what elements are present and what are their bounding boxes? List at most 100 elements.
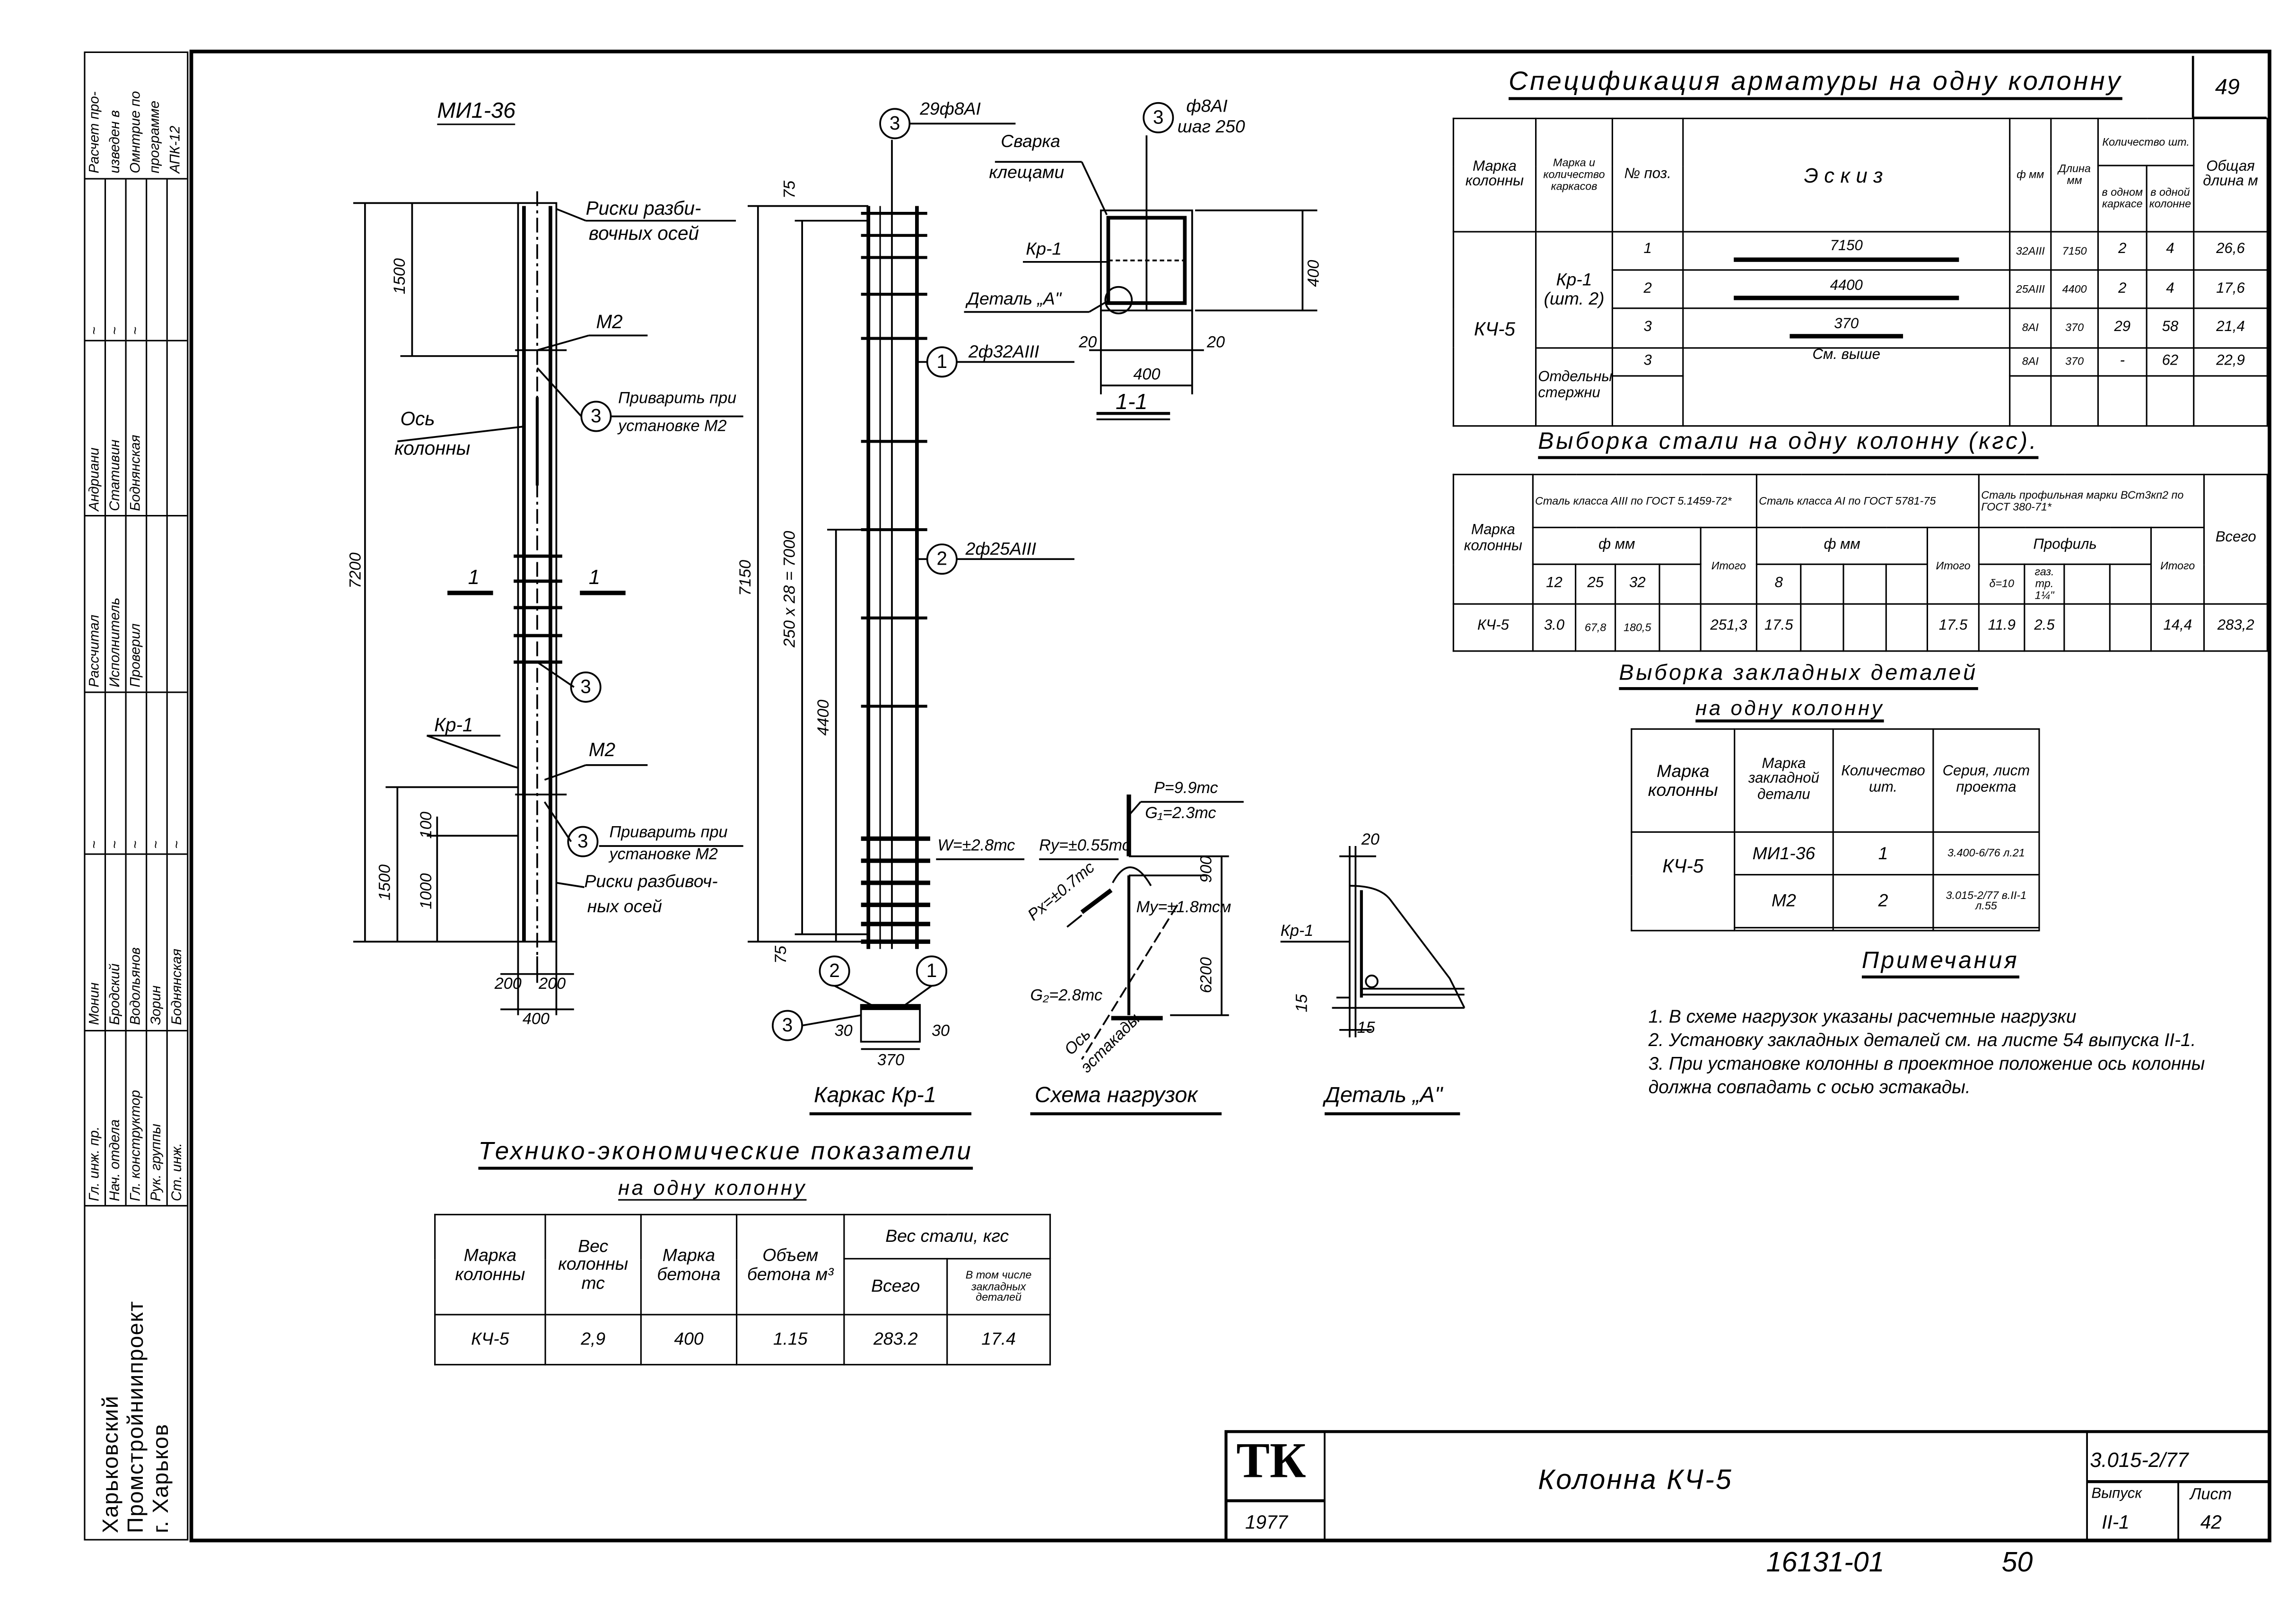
cell: 17.5 [1927,603,1980,652]
moment-my: My=±1.8тсм [1136,899,1231,917]
sketch-cell: 7150 [1682,231,2011,271]
column-elevation [353,191,743,1015]
issue-number: II-1 [2102,1511,2130,1533]
load-g2: G₂=2.8тс [1030,987,1103,1005]
spec-title: Спецификация арматуры на одну колонну [1509,67,2123,100]
header-total-length: Общая длина м [2193,117,2268,233]
dim-1500-top: 1500 [391,258,410,295]
position-3-marker: 3 [591,404,602,427]
cell: 2,9 [544,1314,642,1366]
cell: 22,9 [2193,346,2268,377]
position-3-marker: 3 [577,829,588,852]
header-steel-profile: Сталь профильная марки ВСт3кп2 по ГОСТ 3… [1978,473,2205,528]
m2-label-bottom: М2 [588,738,616,761]
cell: 283.2 [843,1314,948,1366]
header-column-weight: Вес колонны тс [544,1213,642,1316]
header-steel-total: Всего [843,1258,948,1316]
sheet-label: Лист [2190,1486,2232,1504]
cell: 2 [1832,874,1934,928]
header-column-mark: Марка колонны [1452,117,1537,233]
cell: 17.4 [946,1314,1051,1366]
cage-drawing [747,122,1074,1050]
cage-mark-cell: Кр-1 (шт. 2) [1535,231,1613,349]
role: Гл. конструктор [126,1031,148,1206]
cell: 4 [2146,269,2195,310]
embedded-parts-table: Марка колонны Марка закладной детали Кол… [1631,728,2040,932]
risks-label-bottom: Риски разбивоч- [584,871,718,892]
publisher-logo: ТК [1236,1434,1306,1489]
person-name: Боднянская [126,340,148,516]
position-3-marker: 3 [889,112,900,134]
cell: М2 [1734,874,1834,928]
person-name: Водольянов [126,855,148,1029]
dim-20-left: 20 [1079,334,1097,352]
cell: 17.5 [1756,603,1802,652]
stirrup-step-label: шаг 250 [1177,116,1245,137]
size-header: 25 [1575,563,1616,605]
spec-sheet-number: 49 [2215,75,2240,100]
weld-label-2: клещами [989,162,1065,183]
detail-a-drawing [1280,846,1466,1116]
dim-75-top: 75 [781,180,799,199]
notes-title: Примечания [1861,949,2019,978]
dim-400-vertical: 400 [1305,260,1323,287]
header-column-mark: Марка колонны [1452,473,1534,605]
cell: 180,5 [1615,603,1660,652]
note-item: 3. При установке колонны в проектное пол… [1648,1053,2205,1098]
signatures-bottom: ~~~~~ [85,691,187,854]
cell: 370 [2050,308,2099,349]
signature: ~ [85,179,106,340]
dim-400: 400 [522,1011,550,1029]
dim-75-bottom: 75 [772,945,791,964]
dim-7200: 7200 [347,552,365,589]
dim-100: 100 [418,811,436,839]
role: Проверил [126,517,148,692]
cell: 8АI [2009,308,2052,349]
cell: 2.5 [2024,603,2065,652]
section-title: 1-1 [1116,390,1148,415]
table-row: 3 370 8АI 370 29 58 21,4 [1453,308,2268,349]
header-steel-embedded: В том числе закладных деталей [946,1258,1051,1316]
role: Нач. отдела [106,1031,127,1206]
dim-30-left: 30 [834,1022,853,1040]
cell: 4400 [2050,269,2099,310]
role: Ст. инж. [169,1143,186,1202]
cell: 11.9 [1978,603,2025,652]
table-row: Отдельные стержни 3 См. выше 8АI 370 - 6… [1453,346,2268,427]
cell: 251,3 [1700,603,1758,652]
weld-label: Сварка [1001,131,1060,152]
size-header: 32 [1615,563,1660,605]
notes-list: 1. В схеме нагрузок указаны расчетные на… [1649,1005,2252,1099]
header-subtotal: Итого [2150,526,2205,605]
rebar-spec-table: Марка колонны Марка и количество каркасо… [1452,117,2268,427]
detail-a-callout: Деталь „А" [967,288,1062,309]
names-top: Андриани Стативин Боднянская [85,339,187,516]
cell: 26,6 [2193,231,2268,271]
person-name: Бродский [106,855,127,1029]
section-mark-left: 1 [468,565,480,589]
bar-1-label: 2ф32АIII [968,341,1039,362]
page-number: 50 [2001,1548,2033,1579]
table-row: КЧ-5 3.0 67,8 180,5 251,3 17.5 17.5 11.9… [1452,603,2269,652]
cage-title: Каркас Кр-1 [814,1082,936,1108]
column-mark-cell: КЧ-5 [1631,831,1736,932]
person-name: Зорин [147,855,168,1029]
load-g1: G₁=2.3тс [1145,804,1216,823]
bar-sketch [1733,257,1959,262]
org-city: г. Харьков [148,1423,174,1533]
weld-note-bottom-2: установке М2 [609,846,718,864]
size-header: 8 [1756,563,1802,605]
table-row: КЧ-5 Кр-1 (шт. 2) 1 7150 32АIII 7150 2 4… [1452,231,2268,427]
elevation-title: МИ1-36 [437,100,516,125]
cell: МИ1-36 [1734,831,1834,876]
archive-number: 16131-01 [1766,1548,1885,1579]
load-w: W=±2.8тс [937,837,1015,855]
issue-label: Выпуск [2091,1486,2142,1502]
header-column-mark: Марка колонны [434,1213,546,1316]
size-header: газ. тр. 1¼" [2024,563,2065,605]
risks-label-bottom-2: ных осей [587,896,662,917]
position-3-marker: 3 [782,1013,793,1036]
section-1-1-drawing [964,135,1318,420]
person-name: Андриани [85,340,106,516]
